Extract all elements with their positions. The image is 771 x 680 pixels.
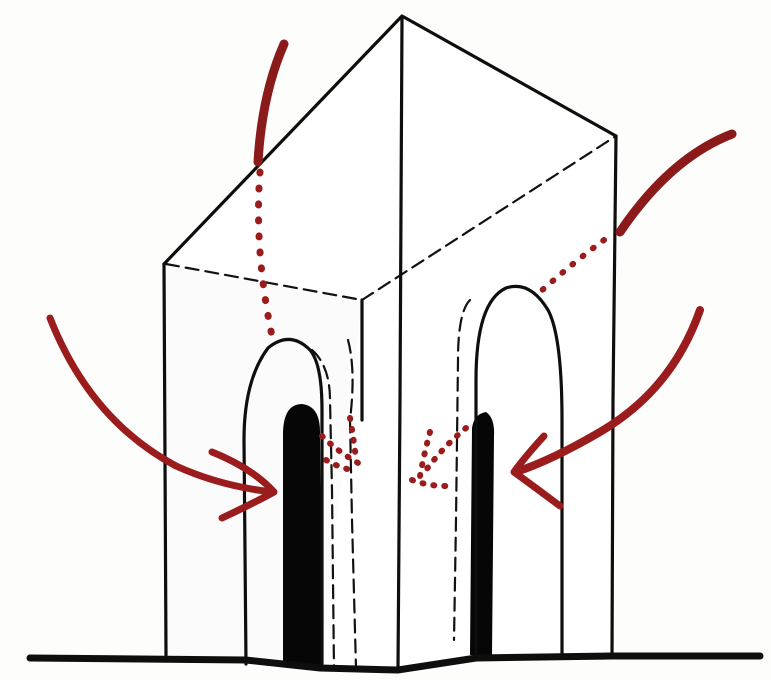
building-outline xyxy=(26,14,764,674)
right-arch-inner-edge xyxy=(452,298,472,642)
center-edge xyxy=(396,16,404,670)
right-arch-outline xyxy=(474,284,564,657)
hidden-edge-right xyxy=(360,134,618,302)
roof-face xyxy=(164,16,616,300)
arrow-top-left-shaft xyxy=(253,39,289,167)
arrow-top-right-shaft xyxy=(615,129,737,237)
dotted-cluster-right-a xyxy=(417,429,433,479)
arrow-left-lower-head xyxy=(208,448,278,522)
dotted-cluster-left-c xyxy=(323,457,355,473)
dotted-path-left-descent xyxy=(255,168,276,340)
arrow-left-lower-shaft xyxy=(46,314,276,496)
building-faces xyxy=(164,16,616,668)
dotted-cluster-right-b xyxy=(423,425,469,473)
red-arrows xyxy=(46,39,737,522)
right-arch-shadow xyxy=(470,412,495,655)
ground-line xyxy=(26,652,764,674)
left-arch-shadow xyxy=(283,404,322,665)
dotted-cluster-right-c xyxy=(409,477,449,489)
right-face xyxy=(320,136,616,668)
dotted-cluster-left-b xyxy=(347,415,359,463)
red-dotted-paths xyxy=(255,168,607,489)
left-arch-outline xyxy=(242,337,324,666)
right-outer-edge xyxy=(610,134,618,657)
dotted-path-right-descent xyxy=(537,237,607,295)
arrow-right-lower-head xyxy=(510,432,564,510)
left-arch-inner-edge xyxy=(310,348,336,672)
roof-ridge xyxy=(162,14,618,266)
dotted-cluster-left-a xyxy=(319,433,363,467)
hidden-edges xyxy=(164,134,618,672)
arrow-right-lower-shaft xyxy=(512,306,704,476)
